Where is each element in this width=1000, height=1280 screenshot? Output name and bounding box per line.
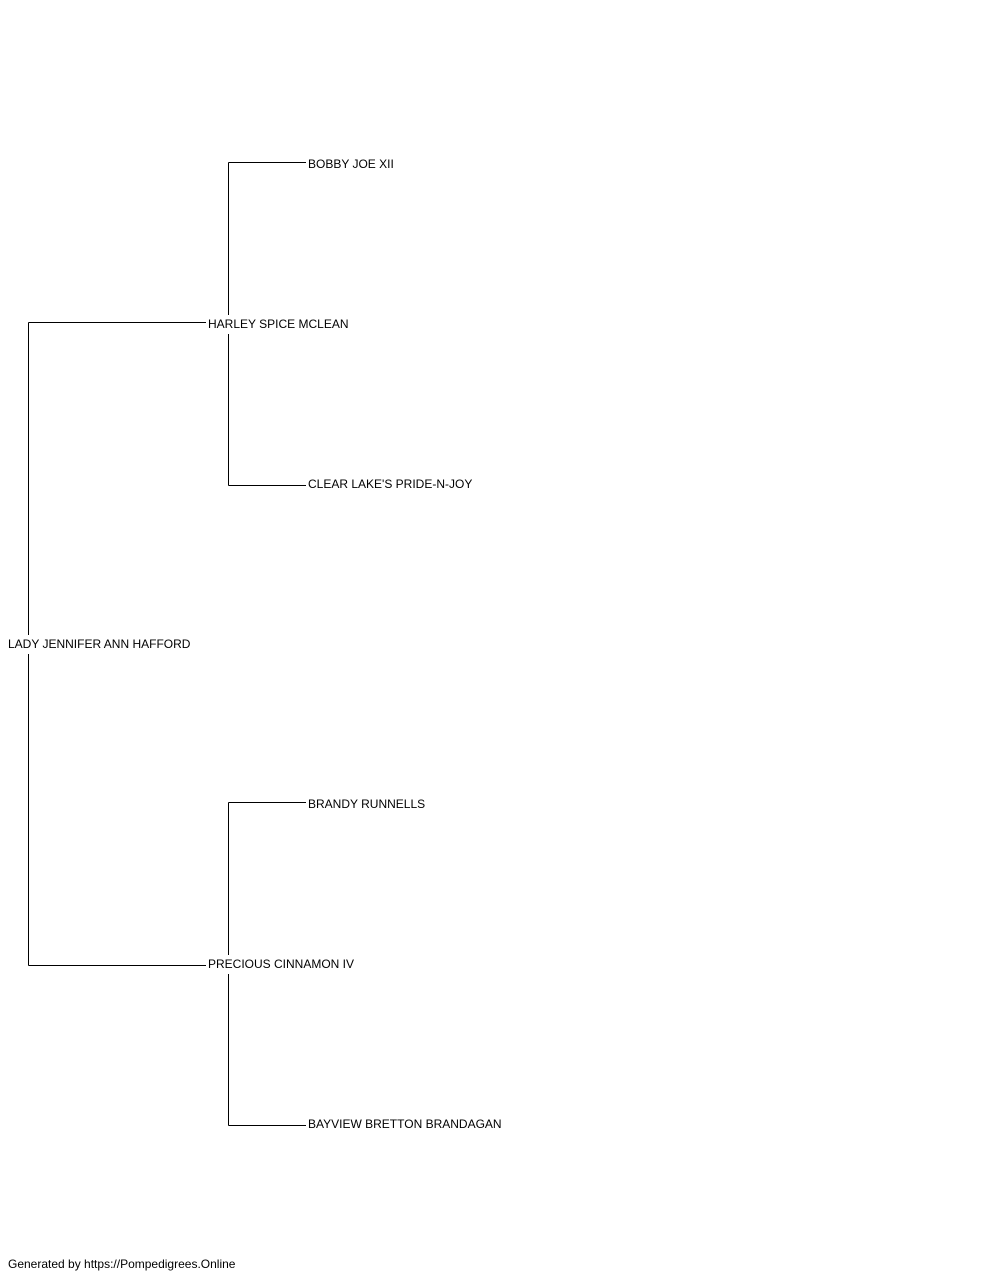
footer-generated-by: Generated by https://Pompedigrees.Online — [8, 1257, 236, 1271]
subject-name: LADY JENNIFER ANN HAFFORD — [8, 635, 191, 653]
dam-sire-name: BRANDY RUNNELLS — [308, 795, 426, 813]
dam-dam-name: BAYVIEW BRETTON BRANDAGAN — [308, 1115, 502, 1133]
sire-dam-name: CLEAR LAKE'S PRIDE-N-JOY — [308, 475, 473, 493]
dam-name: PRECIOUS CINNAMON IV — [208, 955, 355, 973]
sire-sire-name: BOBBY JOE XII — [308, 155, 394, 173]
sire-name: HARLEY SPICE MCLEAN — [208, 315, 349, 333]
